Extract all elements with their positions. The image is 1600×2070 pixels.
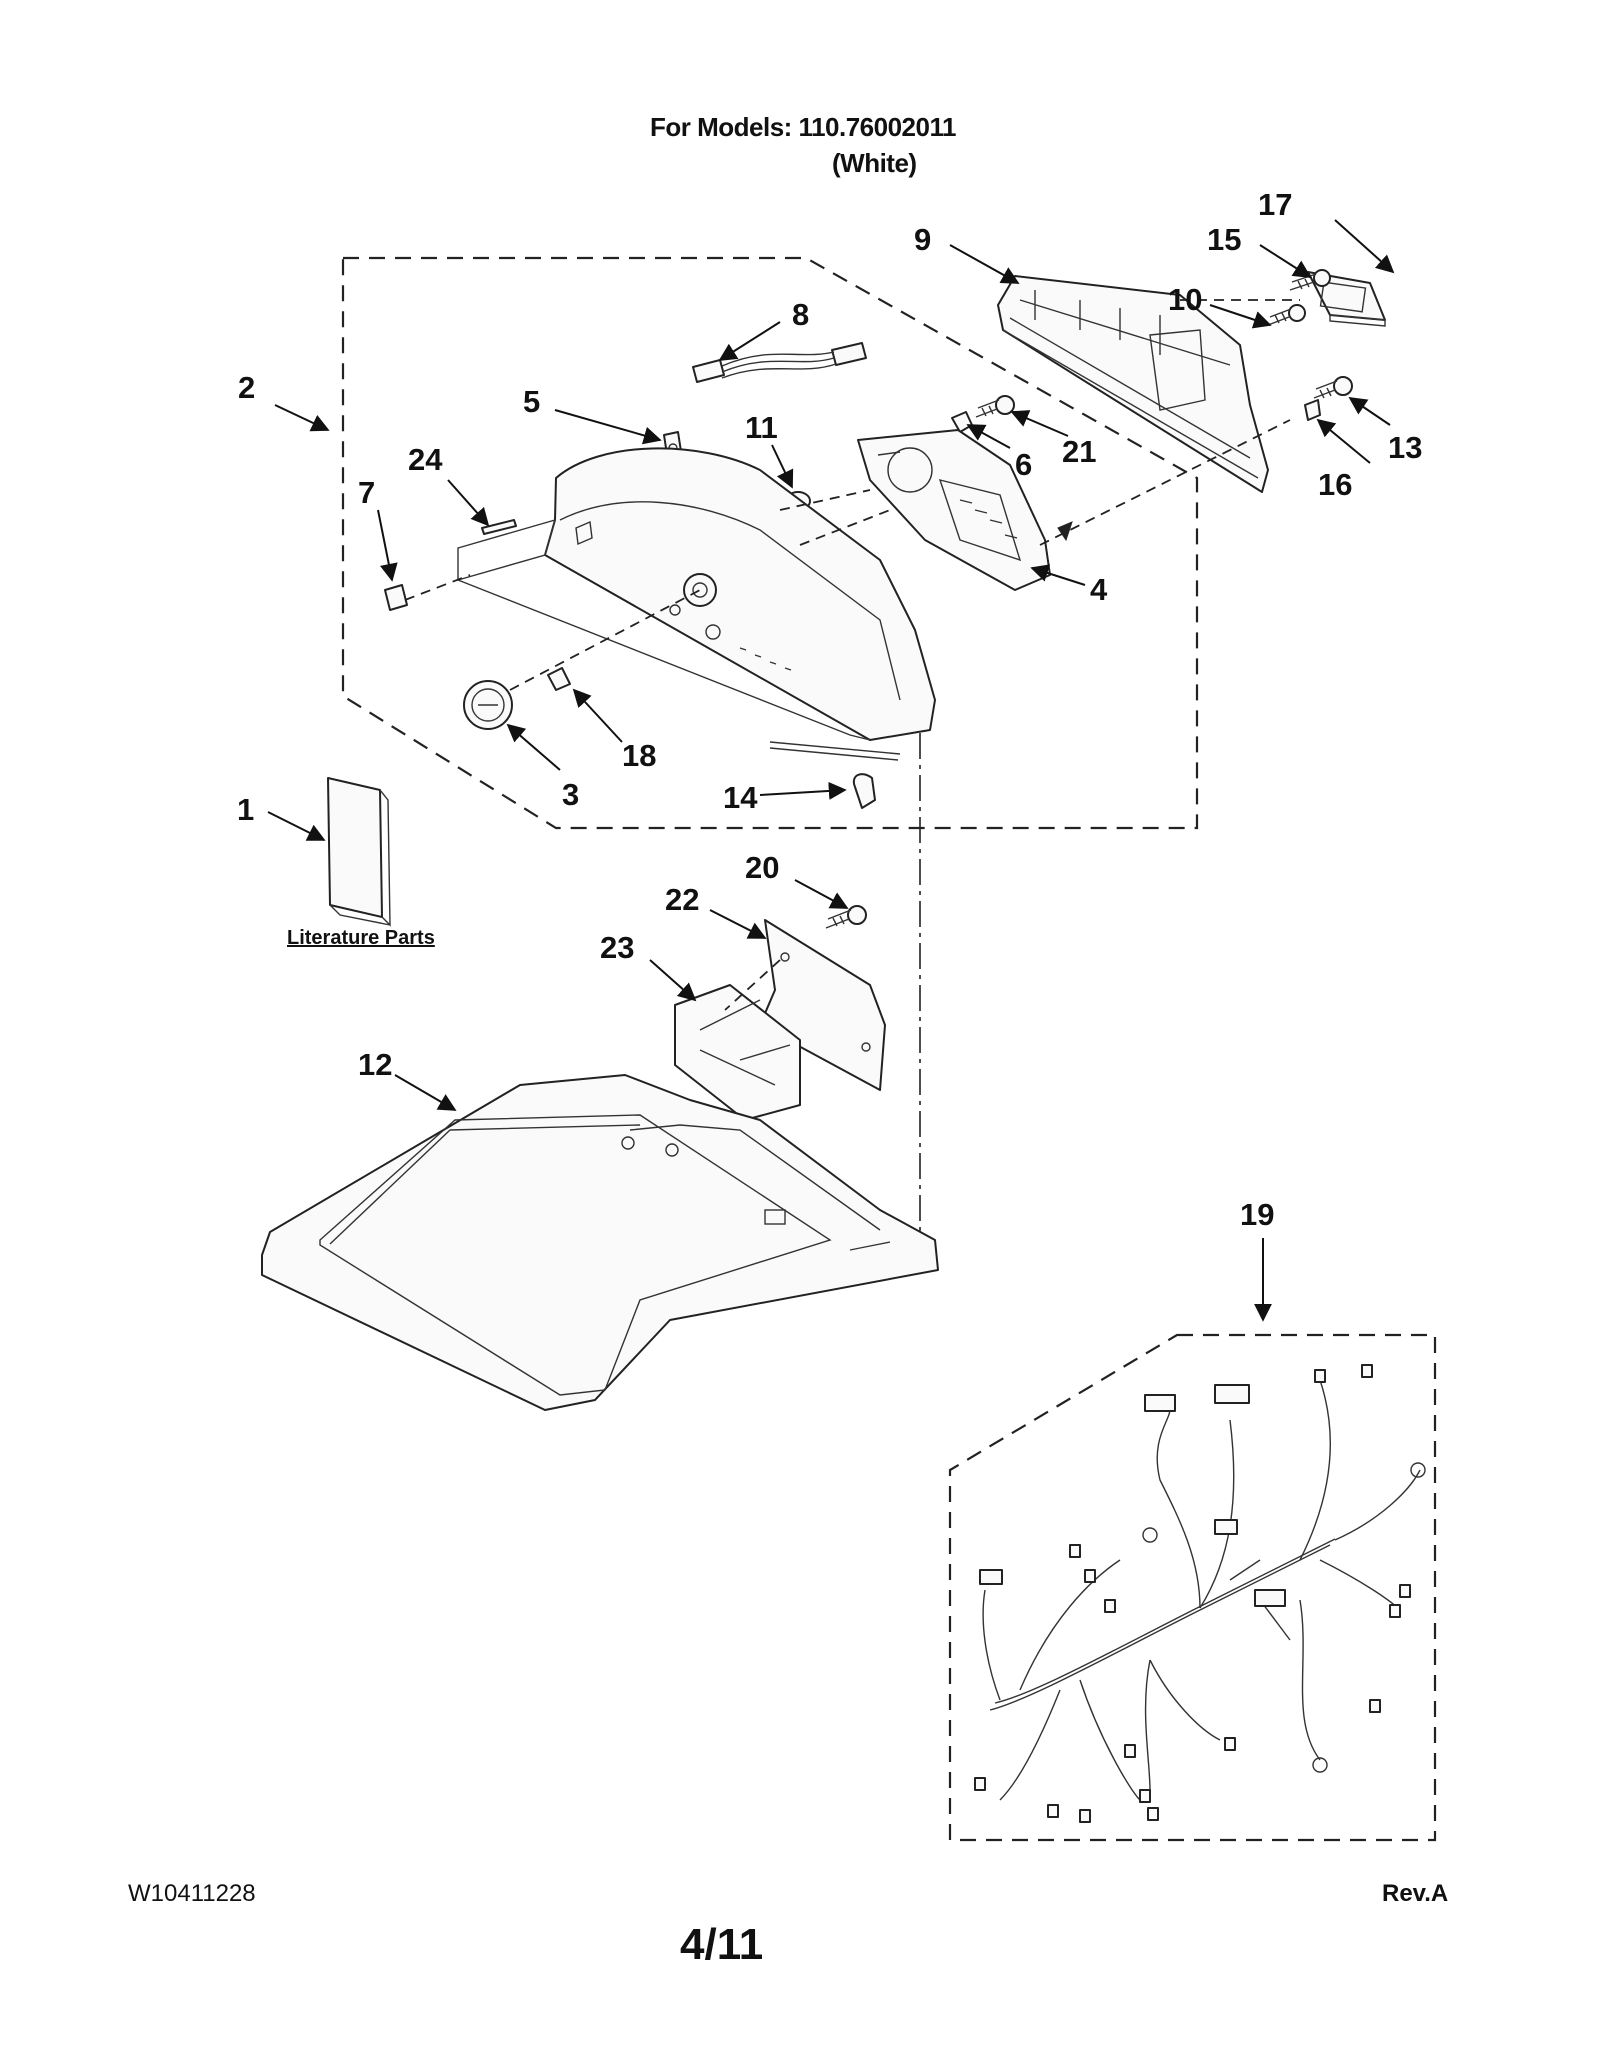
diagram-subtitle-color: (White) <box>832 148 917 178</box>
callout-21: 21 <box>1062 434 1096 469</box>
page-number: 4/11 <box>680 1920 764 1969</box>
callout-12: 12 <box>358 1047 392 1082</box>
callout-10: 10 <box>1168 282 1202 317</box>
callout-19: 19 <box>1240 1197 1274 1232</box>
callout-5: 5 <box>523 384 540 419</box>
callout-4: 4 <box>1090 572 1108 607</box>
diagram-title: For Models: 110.76002011 <box>650 112 956 142</box>
callout-3: 3 <box>562 777 579 812</box>
part-6-knob-shaft <box>951 411 973 433</box>
part-19-main-wire-harness <box>974 1364 1426 1823</box>
assembly-line-knob <box>509 589 701 691</box>
part-14-clip <box>769 741 901 809</box>
assembly-line-bracket <box>1039 299 1300 546</box>
callout-labels: 17 9 15 10 8 2 5 11 21 13 24 6 16 7 4 18… <box>237 187 1422 1232</box>
part-9-console-bracket <box>997 275 1269 493</box>
revision-label: Rev.A <box>1382 1880 1449 1907</box>
document-number: W10411228 <box>128 1880 256 1907</box>
part-16-clip <box>1304 399 1321 421</box>
callout-8: 8 <box>792 297 809 332</box>
part-13-screw <box>1313 376 1353 399</box>
part-17-screw <box>1289 269 1331 291</box>
leader-arrows <box>267 219 1395 1322</box>
callout-11: 11 <box>745 410 778 445</box>
part-12-top-panel <box>261 1074 939 1411</box>
part-22-mounting-plate <box>759 919 886 1091</box>
part-18-adapter <box>547 667 571 691</box>
part-1-literature <box>327 777 391 927</box>
callout-13: 13 <box>1388 430 1422 465</box>
callout-20: 20 <box>745 850 779 885</box>
callout-9: 9 <box>914 222 931 257</box>
callout-15: 15 <box>1207 222 1241 257</box>
callout-2: 2 <box>238 370 255 405</box>
part-20-screw <box>825 905 867 929</box>
callout-1: 1 <box>237 792 254 827</box>
callout-24: 24 <box>408 442 443 477</box>
callout-7: 7 <box>358 475 375 510</box>
console-group-boundary <box>341 256 1199 830</box>
callout-17: 17 <box>1258 187 1292 222</box>
part-24-trim-strip <box>481 519 517 535</box>
callout-16: 16 <box>1318 467 1352 502</box>
callout-14: 14 <box>723 780 758 815</box>
literature-parts-label: Literature Parts <box>287 927 435 949</box>
wire-harness-group-boundary <box>948 1333 1437 1842</box>
part-21-screw <box>975 395 1015 418</box>
part-8-wire-harness <box>692 342 867 383</box>
callout-6: 6 <box>1015 447 1032 482</box>
assembly-line-module <box>724 959 781 1011</box>
callout-22: 22 <box>665 882 699 917</box>
part-7-pad <box>384 584 408 611</box>
part-4-control-board <box>857 429 1073 591</box>
assembly-line-pad <box>404 574 471 601</box>
part-23-control-module <box>674 984 801 1121</box>
callout-18: 18 <box>622 738 656 773</box>
console-body <box>457 447 936 741</box>
part-3-knob <box>463 680 513 730</box>
callout-23: 23 <box>600 930 634 965</box>
part-10-screw <box>1267 304 1306 326</box>
assembly-line-board <box>779 489 891 546</box>
